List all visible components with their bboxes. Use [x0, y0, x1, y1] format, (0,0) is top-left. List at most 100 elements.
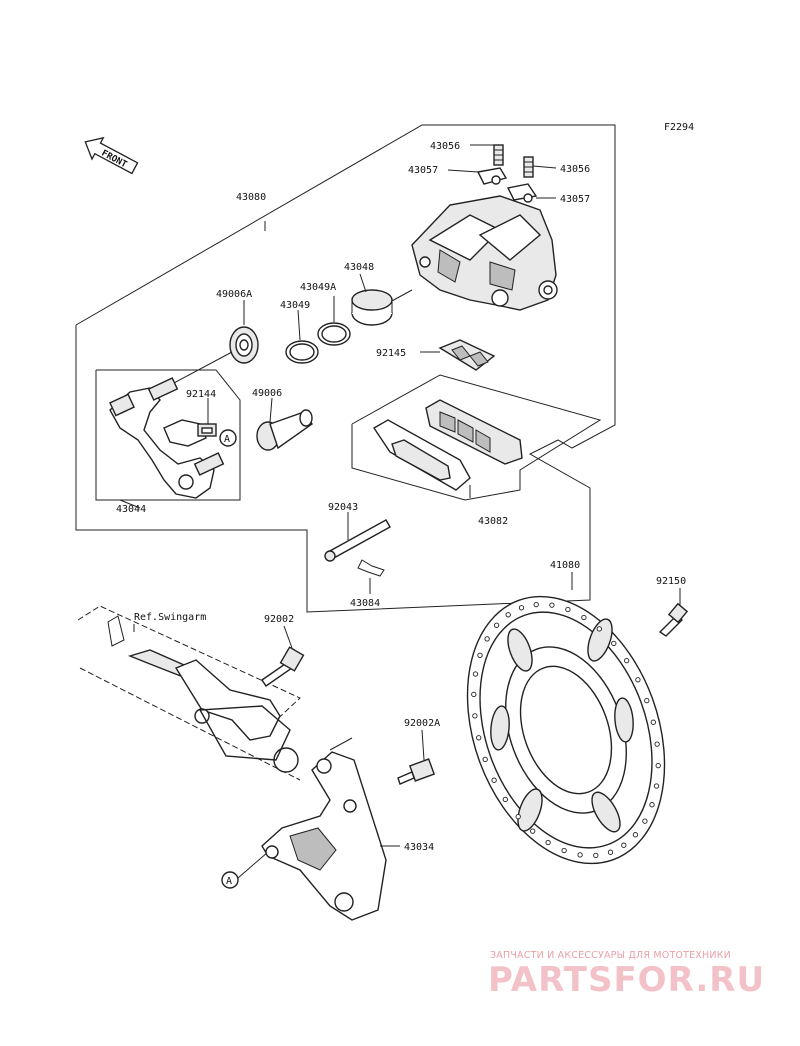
disc-vent-hole	[635, 677, 641, 683]
part-43082: 43082	[478, 516, 508, 527]
part-43049A: 43049A	[300, 282, 336, 293]
swingarm-reference	[77, 605, 301, 781]
boot-49006A	[229, 326, 259, 364]
clip-92144	[197, 423, 217, 437]
disc-vent-hole	[505, 612, 511, 618]
part-49006A: 49006A	[216, 289, 252, 300]
part-43084: 43084	[350, 598, 380, 609]
seal-43049-inner	[289, 343, 315, 361]
part-43049: 43049	[280, 300, 310, 311]
svg-text:A: A	[224, 434, 230, 445]
figure-code: F2294	[664, 122, 694, 133]
watermark-subtitle: ЗАПЧАСТИ И АКСЕССУАРЫ ДЛЯ МОТОТЕХНИКИ	[490, 950, 731, 961]
part-43056-lower: 43056	[560, 164, 590, 175]
bolt-92002A	[397, 758, 436, 785]
leader-92002A	[421, 729, 425, 761]
leader-caliper	[389, 289, 413, 303]
part-43056-upper: 43056	[430, 141, 460, 152]
part-43044: 43044	[116, 504, 146, 515]
disc-vent-hole	[577, 852, 583, 858]
leader-43057a	[447, 169, 479, 173]
brake-pad-outer	[425, 399, 523, 465]
disc-vent-hole	[632, 832, 639, 838]
disc-vent-hole	[593, 852, 599, 859]
disc-vent-hole	[650, 719, 656, 725]
leader-43048	[359, 273, 367, 293]
disc-vent-hole	[655, 762, 661, 769]
disc-vent-hole	[653, 783, 660, 789]
disc-vent-hole	[518, 605, 525, 611]
part-92144: 92144	[186, 389, 216, 400]
pad-box-outline	[351, 374, 602, 501]
disc-vent-hole	[649, 802, 655, 808]
disc-vent-hole	[549, 602, 555, 608]
front-arrow-icon: FRONT	[84, 136, 139, 175]
bleeder-valve-2	[523, 156, 534, 178]
leader-49006	[269, 397, 273, 423]
leader-43056b	[532, 165, 557, 169]
piston-43048	[351, 289, 393, 326]
bracket-box-outline	[95, 369, 241, 501]
disc-vent-hole	[477, 652, 483, 658]
leader-callout-A-lower	[237, 851, 269, 879]
disc-vent-hole	[476, 735, 482, 741]
leader-pin-49006A	[171, 351, 233, 385]
bolt-92002	[261, 646, 305, 687]
disc-vent-hole	[644, 697, 650, 704]
disc-vent-hole	[502, 796, 508, 803]
disc-vent-hole	[530, 828, 536, 834]
assembly-outline-43080	[75, 124, 616, 613]
disc-vent-hole	[624, 657, 630, 664]
brake-disc-41080	[466, 595, 666, 865]
bleeder-cap-2	[506, 183, 538, 203]
leader-92002	[283, 625, 293, 649]
sleeve-49006	[256, 409, 313, 451]
retainer-clip-43084	[357, 559, 385, 577]
part-92043: 92043	[328, 502, 358, 513]
part-49006: 49006	[252, 388, 282, 399]
disc-vent-hole	[472, 671, 479, 677]
disc-vent-hole	[533, 601, 539, 608]
part-43034: 43034	[404, 842, 434, 853]
watermark-logo: PARTSFOR.RU	[488, 960, 766, 1000]
bolt-92150	[658, 602, 689, 637]
svg-text:A: A	[226, 876, 232, 887]
part-43080: 43080	[236, 192, 266, 203]
part-92150: 92150	[656, 576, 686, 587]
disc-vent-hole	[515, 813, 521, 820]
part-41080: 41080	[550, 560, 580, 571]
caliper-body	[411, 195, 558, 311]
part-92145: 92145	[376, 348, 406, 359]
part-43057-upper: 43057	[408, 165, 438, 176]
seal-43049A-inner	[321, 325, 347, 343]
part-92002A: 92002A	[404, 718, 440, 729]
ref-swingarm-label: Ref.Swingarm	[134, 612, 206, 623]
disc-vent-hole	[607, 849, 614, 855]
caliper-bracket-43044	[109, 377, 225, 499]
callout-A-lower: A	[221, 871, 239, 889]
bleeder-cap-1	[476, 167, 508, 185]
part-43057-lower: 43057	[560, 194, 590, 205]
disc-vent-hole	[621, 842, 627, 848]
disc-vent-hole	[471, 691, 477, 698]
disc-vent-hole	[561, 847, 567, 854]
part-43048: 43048	[344, 262, 374, 273]
leader-43049	[297, 309, 301, 341]
disc-vent-hole	[581, 614, 587, 621]
disc-vent-hole	[611, 640, 617, 647]
disc-vent-hole	[642, 818, 648, 824]
pad-spring-92145	[438, 339, 496, 371]
disc-vent-hole	[654, 741, 660, 747]
leader-43044	[119, 499, 141, 509]
part-92002: 92002	[264, 614, 294, 625]
caliper-bracket-43034	[261, 751, 387, 921]
disc-vent-hole	[472, 713, 478, 719]
pad-pin-92043	[324, 519, 391, 562]
disc-vent-hole	[493, 622, 500, 628]
disc-vent-hole	[484, 636, 490, 642]
disc-vent-hole	[596, 626, 602, 632]
disc-vent-hole	[482, 756, 488, 763]
disc-vent-hole	[545, 839, 551, 846]
brake-pad-inner	[373, 419, 471, 491]
